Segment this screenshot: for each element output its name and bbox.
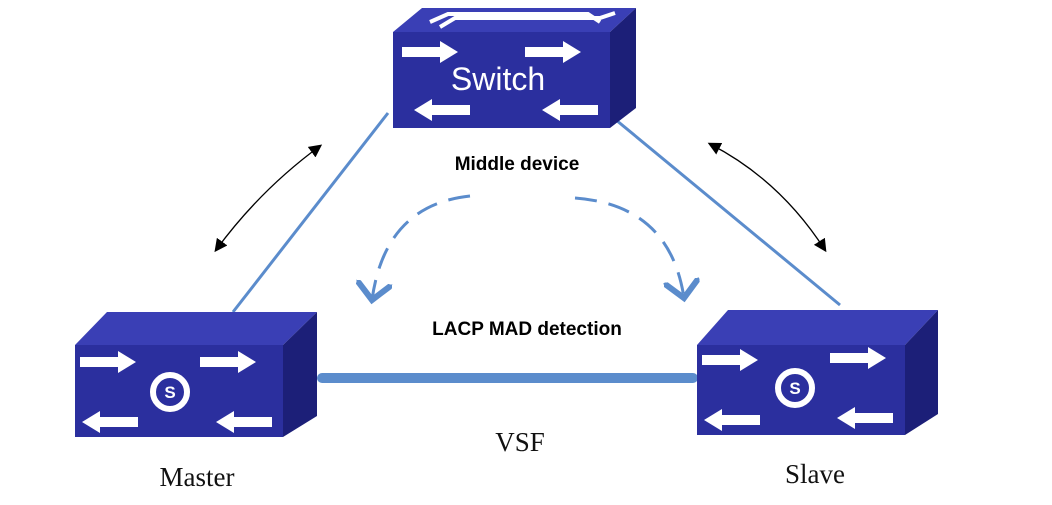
slave-label: Slave	[785, 459, 845, 489]
svg-text:S: S	[164, 383, 175, 402]
svg-text:S: S	[789, 379, 800, 398]
link-slave-middle	[609, 113, 841, 307]
stack-sync-icon: S	[775, 368, 815, 408]
master-label: Master	[159, 462, 235, 492]
double-arrow-left	[214, 144, 323, 253]
lacp-mad-label: LACP MAD detection	[432, 319, 622, 340]
switch-label: Switch	[451, 61, 545, 97]
double-arrow-right	[707, 142, 827, 253]
stack-sync-icon: S	[150, 372, 190, 412]
slave-switch: S	[697, 310, 938, 435]
middle-device-label: Middle device	[454, 154, 580, 175]
link-master-middle	[231, 112, 390, 313]
vsf-label: VSF	[495, 427, 545, 457]
dashed-arc-left	[372, 194, 471, 300]
master-switch: S	[75, 312, 317, 437]
middle-switch: Switch	[393, 8, 636, 128]
dashed-arc-right	[574, 196, 684, 298]
